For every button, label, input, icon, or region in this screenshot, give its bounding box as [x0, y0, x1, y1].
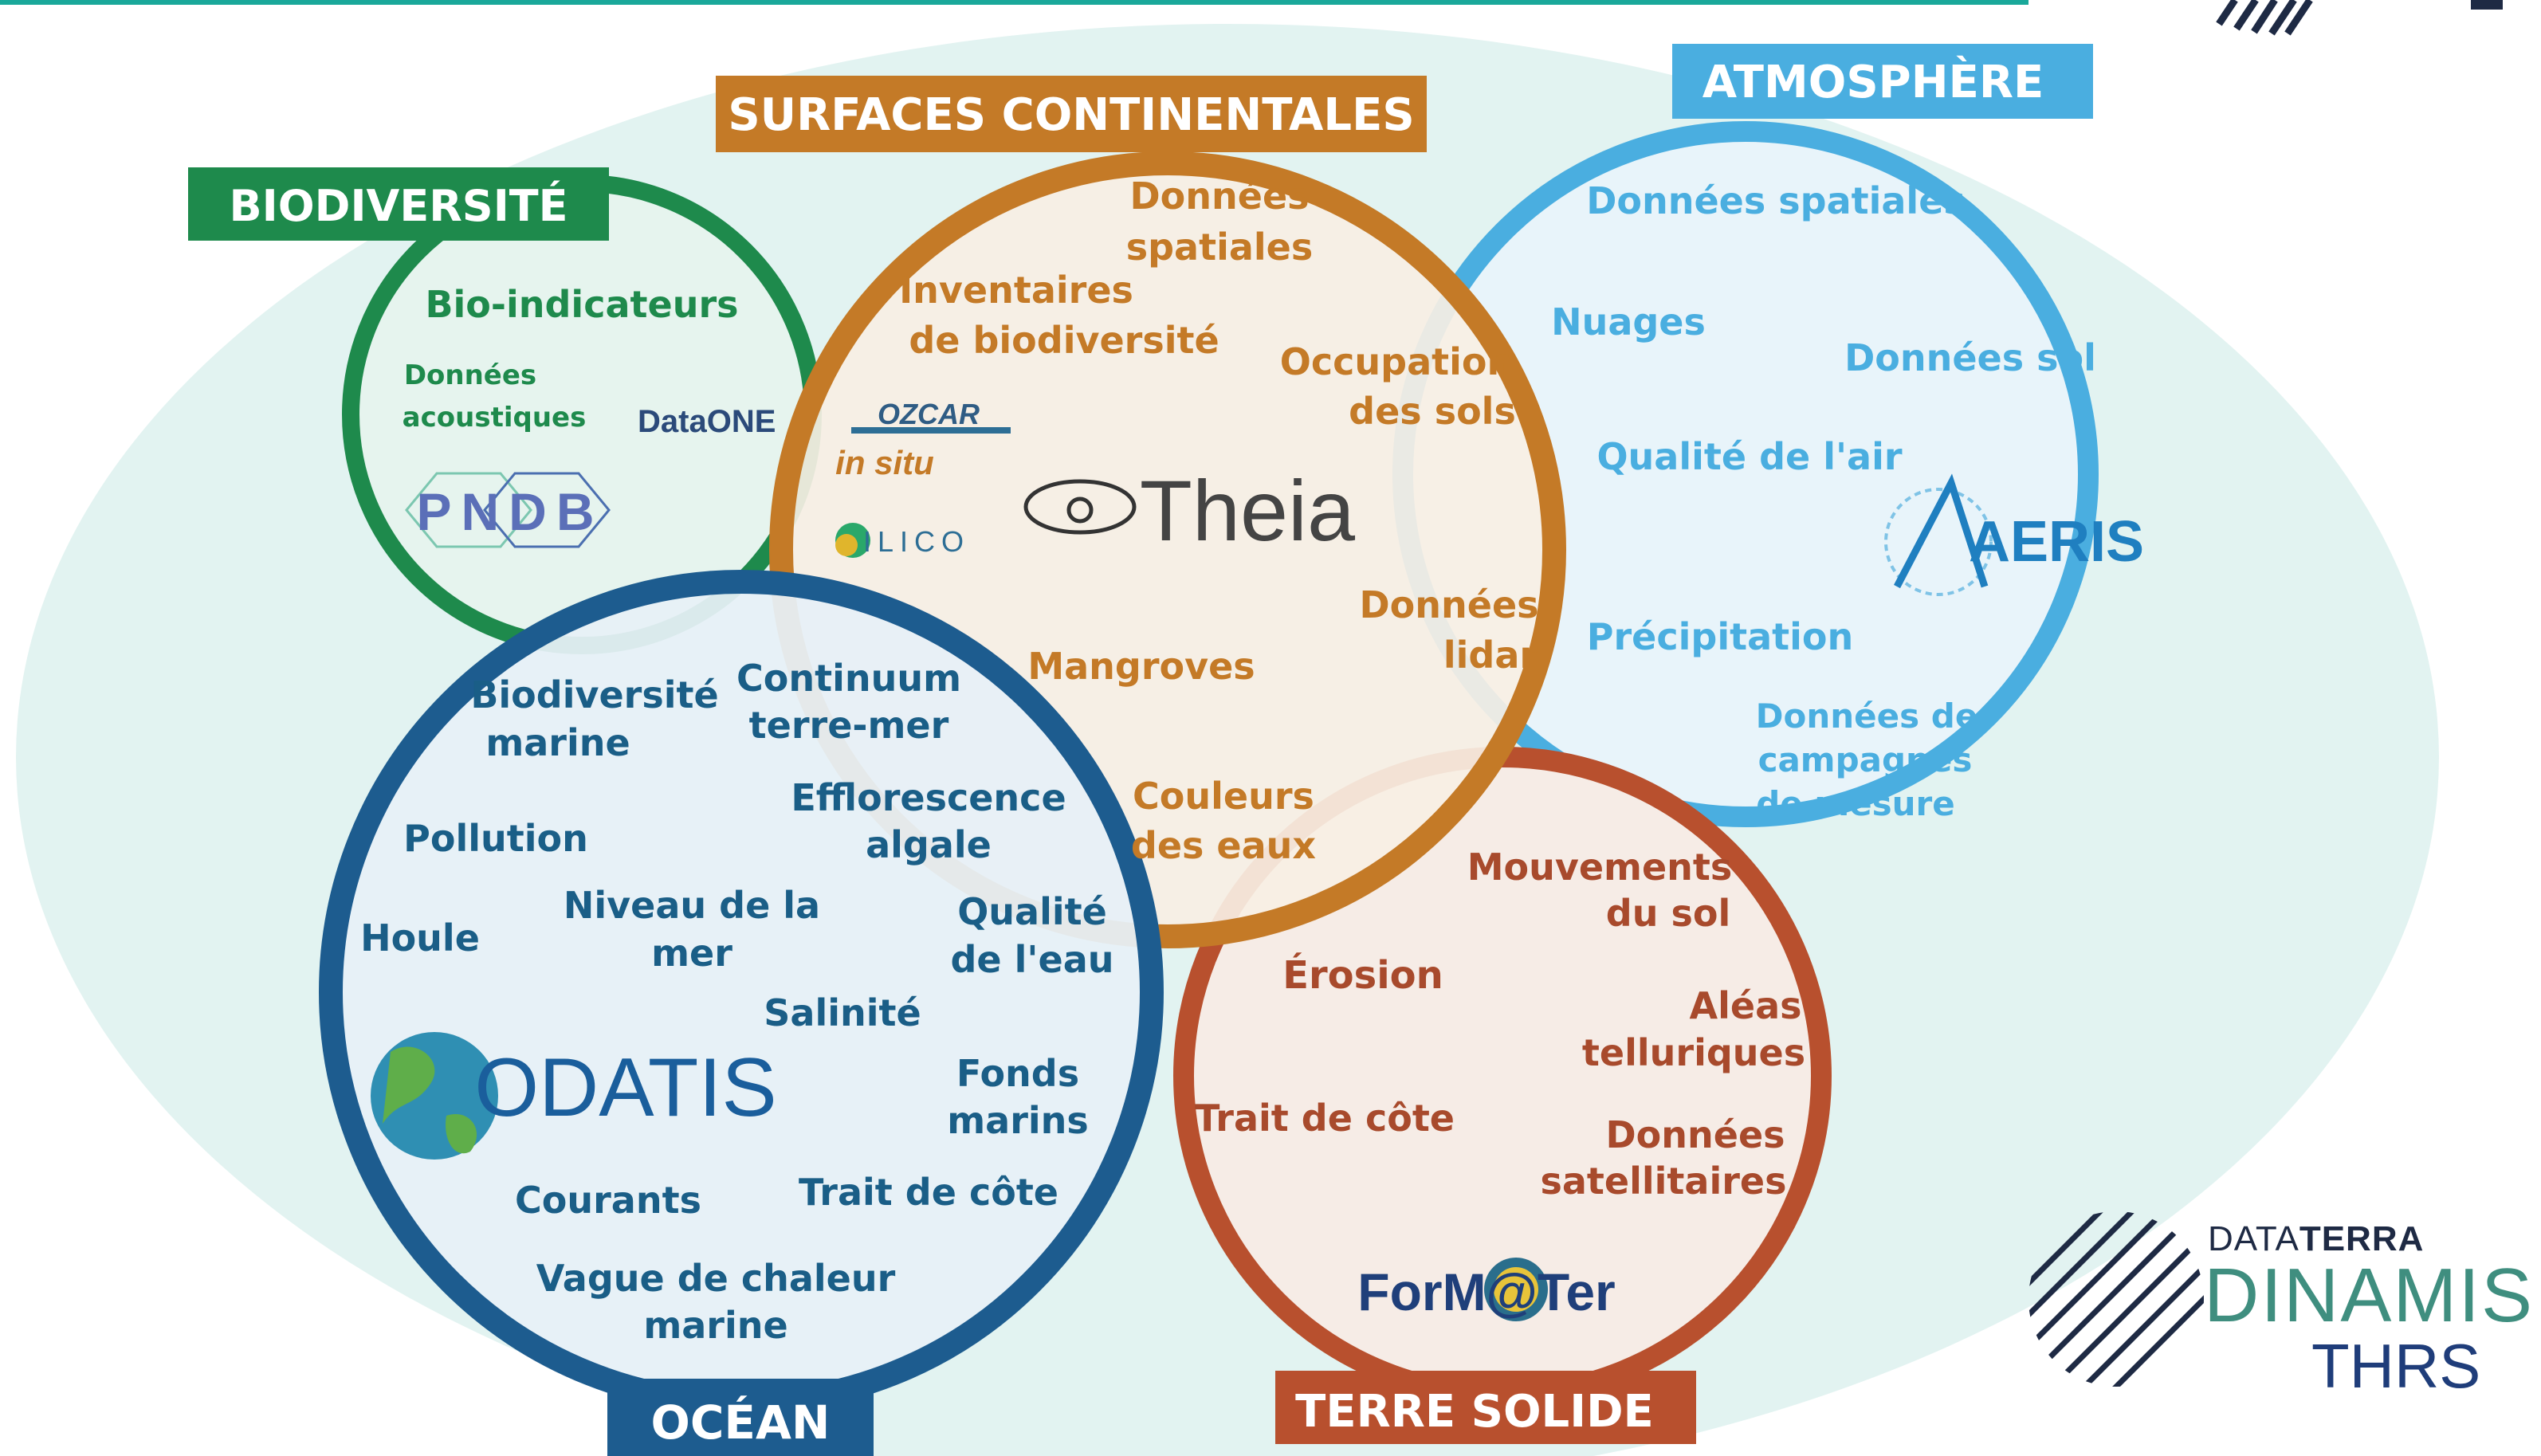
item-occupation-1: Occupation — [1280, 340, 1513, 383]
item-campagnes-2: campagnes — [1758, 740, 1973, 779]
item-efflorescence-1: Efflorescence — [791, 776, 1066, 819]
header-surfaces: SURFACES CONTINENTALES — [716, 76, 1427, 152]
item-donnees-lidar-1: Données — [1359, 583, 1538, 626]
logo-pndb: PNDB — [405, 472, 611, 548]
title-terre-solide: TERRE SOLIDE — [1295, 1386, 1654, 1438]
item-donnees-satellitaires-2: satellitaires — [1541, 1160, 1787, 1203]
item-inventaires-2: de biodiversité — [909, 319, 1219, 362]
biodiversite-items: Bio-indicateurs Données acoustiques — [403, 283, 739, 434]
title-ocean: OCÉAN — [651, 1395, 831, 1450]
svg-text:ForM@Ter: ForM@Ter — [1357, 1262, 1615, 1321]
title-surfaces: SURFACES CONTINENTALES — [728, 89, 1414, 141]
item-efflorescence-2: algale — [866, 823, 992, 866]
corner-stripes-icon — [2216, 0, 2503, 36]
header-ocean: OCÉAN — [607, 1379, 874, 1456]
item-vague-chaleur-1: Vague de chaleur — [536, 1257, 896, 1300]
item-pollution: Pollution — [403, 817, 588, 860]
item-occupation-2: des sols — [1349, 390, 1516, 433]
logo-odatis: ODATIS — [371, 1032, 777, 1160]
ocean-items: Biodiversité marine Continuum terre-mer … — [360, 657, 1113, 1347]
item-qualite-air: Qualité de l'air — [1596, 435, 1902, 478]
surfaces-items: Données spatiales Inventaires de biodive… — [899, 175, 1538, 867]
item-qualite-eau-2: de l'eau — [951, 938, 1114, 981]
svg-text:DataONE: DataONE — [638, 404, 776, 439]
item-donnees-lidar-2: lidar — [1443, 634, 1538, 677]
terre-items: Mouvements du sol Érosion Aléas telluriq… — [1195, 846, 1805, 1203]
item-biodiversite-marine-2: marine — [485, 721, 630, 764]
header-terre-solide: TERRE SOLIDE — [1275, 1371, 1696, 1444]
item-mouvements-sol-1: Mouvements — [1467, 846, 1733, 889]
item-campagnes-3: de mesure — [1756, 784, 1955, 823]
item-qualite-eau-1: Qualité — [957, 890, 1107, 933]
header-biodiversite: BIODIVERSITÉ — [188, 167, 609, 241]
logo-theia: Theia — [1023, 462, 1356, 559]
item-donnees-sol: Données sol — [1844, 336, 2096, 379]
logo-aeris: AERIS — [1884, 473, 2144, 596]
brand-dinamis: DINAMIS — [2204, 1253, 2535, 1338]
header-atmosphere: ATMOSPHÈRE — [1672, 44, 2093, 119]
item-mouvements-sol-2: du sol — [1606, 892, 1730, 935]
logo-ilico: ILICO — [835, 523, 970, 558]
item-salinite: Salinité — [764, 991, 921, 1034]
item-courants: Courants — [515, 1179, 701, 1222]
top-accent-line — [0, 0, 2028, 5]
item-erosion: Érosion — [1282, 952, 1443, 998]
item-donnees-acoustiques-2: acoustiques — [403, 402, 587, 434]
title-biodiversite: BIODIVERSITÉ — [229, 181, 568, 231]
item-terre-trait-cote: Trait de côte — [1195, 1097, 1455, 1140]
item-biodiversite-marine-1: Biodiversité — [470, 673, 718, 716]
item-vague-chaleur-2: marine — [643, 1304, 787, 1347]
title-atmosphere: ATMOSPHÈRE — [1703, 56, 2044, 108]
svg-text:Theia: Theia — [1140, 462, 1356, 559]
dinamis-stripes-icon — [2028, 1211, 2204, 1387]
item-donnees-spatiales-1: Données — [1129, 175, 1309, 218]
svg-text:AERIS: AERIS — [1969, 510, 2144, 574]
brand-terra: TERRA — [2299, 1219, 2425, 1258]
item-bio-indicateurs: Bio-indicateurs — [425, 283, 738, 326]
svg-text:in situ: in situ — [835, 444, 934, 481]
item-precipitation: Précipitation — [1587, 615, 1853, 658]
brand-data: DATA — [2208, 1219, 2299, 1258]
item-donnees-satellitaires-1: Données — [1605, 1113, 1785, 1156]
logo-dataone: DataONE — [638, 404, 776, 439]
svg-text:OZCAR: OZCAR — [878, 398, 980, 430]
item-inventaires-1: Inventaires — [899, 269, 1133, 312]
logo-formater: ForM@Ter — [1357, 1258, 1616, 1321]
logo-ozcar: OZCAR in situ — [835, 398, 1011, 481]
atmosphere-items: Données spatiales Nuages Données sol Qua… — [1551, 179, 2096, 823]
svg-text:ILICO: ILICO — [863, 525, 970, 558]
item-donnees-acoustiques-1: Données — [404, 359, 536, 391]
item-couleurs-eaux-1: Couleurs — [1133, 775, 1314, 818]
item-aleas-1: Aléas — [1690, 984, 1802, 1027]
svg-text:PNDB: PNDB — [416, 482, 603, 541]
svg-text:ODATIS: ODATIS — [474, 1042, 776, 1134]
item-donnees-spatiales-2: spatiales — [1126, 226, 1314, 269]
item-continuum-1: Continuum — [736, 657, 961, 700]
item-ocean-trait-cote: Trait de côte — [799, 1171, 1058, 1214]
item-atm-donnees-spatiales: Données spatiales — [1586, 179, 1966, 222]
item-campagnes-1: Données de — [1756, 697, 1978, 736]
item-couleurs-eaux-2: des eaux — [1131, 824, 1316, 867]
item-niveau-mer-1: Niveau de la — [564, 884, 820, 927]
brand-dataterra: DATATERRA — [2208, 1219, 2424, 1259]
item-nuages: Nuages — [1551, 300, 1706, 343]
item-mangroves: Mangroves — [1027, 645, 1255, 688]
item-continuum-2: terre-mer — [749, 704, 949, 747]
item-fonds-marins-1: Fonds — [956, 1052, 1079, 1095]
item-aleas-2: telluriques — [1582, 1031, 1805, 1074]
brand-thrs: THRS — [2311, 1331, 2481, 1401]
item-houle: Houle — [360, 916, 480, 960]
item-fonds-marins-2: marins — [947, 1099, 1089, 1142]
item-niveau-mer-2: mer — [651, 932, 732, 975]
